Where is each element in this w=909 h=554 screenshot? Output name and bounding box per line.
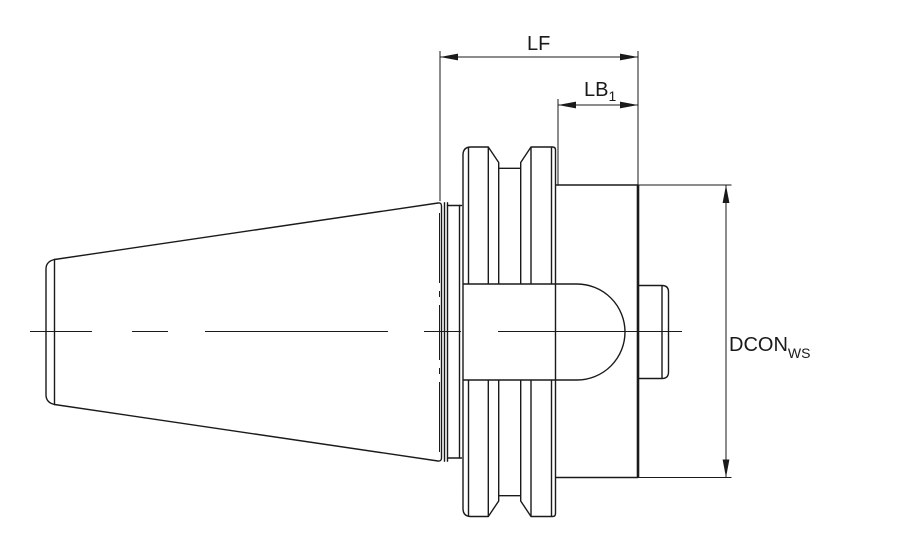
lb1-label-subscript: 1 — [608, 88, 616, 104]
lb1-dimension: LB1 — [557, 79, 638, 185]
lb1-arrow-left — [558, 101, 576, 109]
stud-contour — [638, 284, 670, 380]
lf-dimension-label: LF — [527, 33, 550, 55]
lb1-arrow-right — [620, 101, 638, 109]
lf-arrow-right — [620, 53, 638, 61]
dcon-dimension: DCONWS — [638, 184, 810, 478]
center-boss-outline — [463, 283, 626, 381]
dcon-arrow-bottom — [722, 459, 730, 478]
lb1-label-text: LB — [584, 79, 608, 101]
lb1-dimension-label: LB1 — [584, 79, 616, 104]
taper-shank-outline — [45, 202, 463, 462]
lf-label-text: LF — [527, 33, 550, 55]
flange-contour — [462, 146, 557, 518]
dcon-label-text: DCON — [729, 334, 788, 356]
dcon-dimension-label: DCONWS — [729, 334, 810, 361]
shank-tip-contour — [45, 258, 56, 406]
flange-groove-lines — [467, 147, 553, 517]
capsule-contour — [463, 283, 626, 381]
lf-arrow-left — [440, 53, 458, 61]
dcon-label-subscript: WS — [788, 345, 811, 361]
lf-dimension: LF — [439, 33, 639, 201]
dcon-arrow-top — [722, 185, 730, 203]
taper-edges — [53, 202, 443, 462]
v-flange-outline — [462, 146, 557, 518]
pull-stud-boss — [638, 284, 670, 380]
clamping-cylinder — [555, 184, 640, 479]
